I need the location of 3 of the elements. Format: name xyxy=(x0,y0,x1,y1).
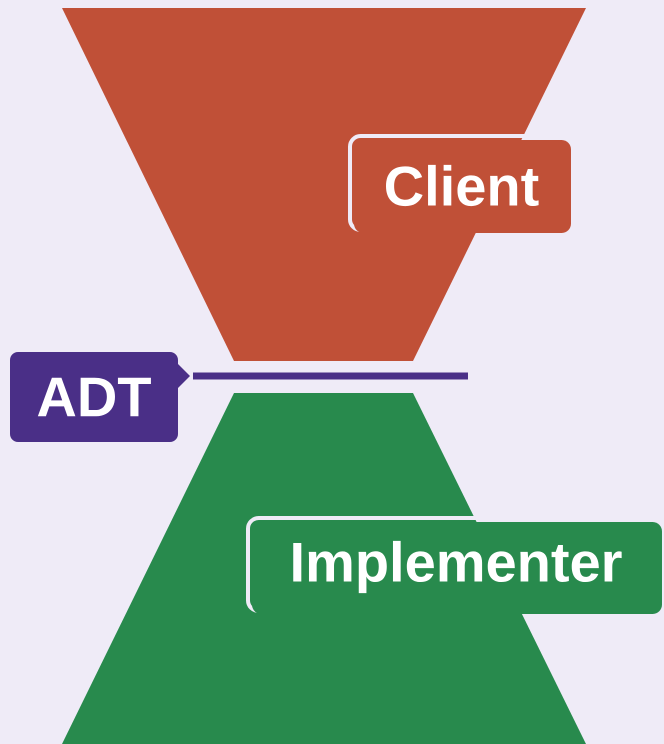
callout-bubble: ADT xyxy=(10,352,190,442)
implementer-label: Implementer xyxy=(246,516,662,614)
client-label: Client xyxy=(348,134,571,233)
